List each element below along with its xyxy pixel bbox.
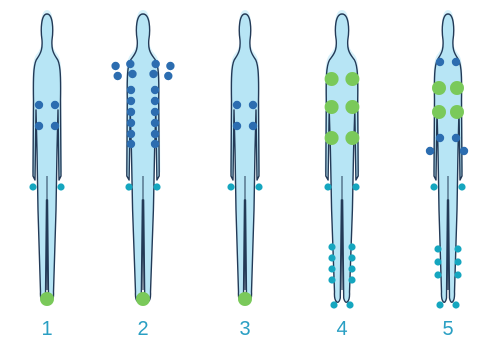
upper-back-point [345,72,359,86]
upper-back-point [436,134,444,142]
waist-point [127,119,135,127]
thigh-point [125,183,132,190]
upper-back-point [111,62,119,70]
upper-back-point [164,72,172,80]
foot-point [40,292,54,306]
upper-back-point [436,58,444,66]
foot-point [238,292,252,306]
upper-back-point [166,62,174,70]
upper-back-point [432,81,446,95]
thigh-point [458,183,465,190]
calf-point [454,258,461,265]
calf-point [434,271,441,278]
waist-point [151,119,159,127]
upper-back-point [450,81,464,95]
upper-back-point [452,58,460,66]
waist-point [249,122,257,130]
figure-2 [111,10,174,306]
upper-back-point [432,105,446,119]
upper-back-point [128,70,136,78]
upper-back-point [452,134,460,142]
calf-point [434,258,441,265]
figure-label-3: 3 [230,318,260,341]
calf-point [434,245,441,252]
body-silhouette [231,14,259,302]
calf-point [454,271,461,278]
thigh-point [324,183,331,190]
waist-point [51,101,59,109]
figure-4 [324,10,359,309]
upper-back-point [149,70,157,78]
waist-point [233,122,241,130]
waist-point [233,101,241,109]
calf-point [328,276,335,283]
foot-point [346,301,353,308]
figure-label-5: 5 [433,318,463,341]
upper-back-point [325,131,339,145]
body-silhouette [33,14,61,302]
thigh-point [430,183,437,190]
thigh-point [255,183,262,190]
waist-point [151,97,159,105]
upper-back-point [460,147,468,155]
waist-point [249,101,257,109]
waist-point [51,122,59,130]
figure-3 [227,10,262,306]
calf-point [348,254,355,261]
waist-point [35,122,43,130]
foot-point [330,301,337,308]
calf-point [454,245,461,252]
upper-back-point [152,60,160,68]
upper-back-point [426,147,434,155]
figure-1 [29,10,64,306]
waist-point [127,108,135,116]
figure-5 [426,10,468,309]
thigh-point [153,183,160,190]
calf-point [348,276,355,283]
upper-back-point [345,131,359,145]
upper-back-point [325,72,339,86]
thigh-point [57,183,64,190]
waist-point [151,130,159,138]
calf-point [328,254,335,261]
waist-point [127,97,135,105]
waist-point [35,101,43,109]
figure-label-4: 4 [327,318,357,341]
foot-point [436,301,443,308]
upper-back-point [325,100,339,114]
upper-back-point [345,100,359,114]
thigh-point [227,183,234,190]
thigh-point [29,183,36,190]
upper-back-point [450,105,464,119]
waist-point [127,140,135,148]
waist-point [151,140,159,148]
figure-label-1: 1 [32,318,62,341]
calf-point [328,243,335,250]
calf-point [348,265,355,272]
waist-point [127,130,135,138]
figure-label-2: 2 [128,318,158,341]
upper-back-point [114,72,122,80]
waist-point [151,108,159,116]
foot-point [452,301,459,308]
upper-back-point [126,60,134,68]
foot-point [136,292,150,306]
calf-point [348,243,355,250]
waist-point [127,86,135,94]
thigh-point [352,183,359,190]
calf-point [328,265,335,272]
waist-point [151,86,159,94]
